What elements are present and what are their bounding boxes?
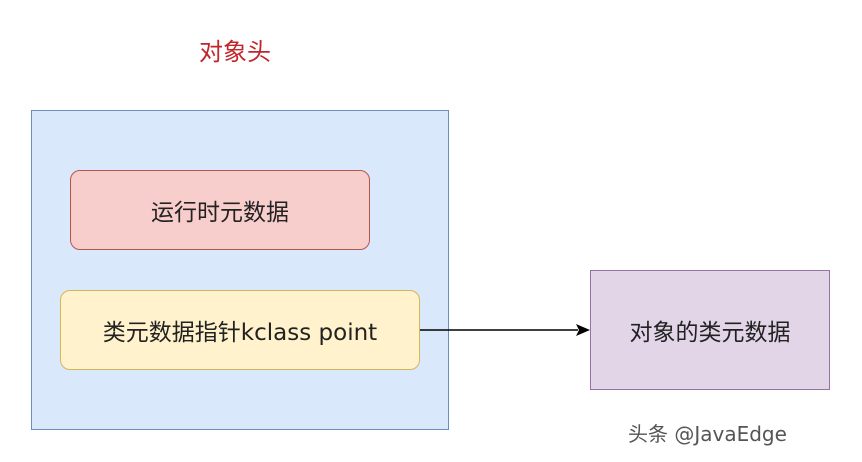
- class-metadata-label: 对象的类元数据: [629, 320, 791, 346]
- runtime-metadata-label: 运行时元数据: [151, 200, 289, 226]
- object-header-container: [31, 110, 449, 430]
- runtime-metadata-node: 运行时元数据: [70, 170, 370, 250]
- watermark-text: 头条 @JavaEdge: [628, 422, 787, 446]
- object-header-title: 对象头: [199, 38, 271, 66]
- arrow-head: [576, 324, 590, 336]
- class-metadata-node: 对象的类元数据: [590, 270, 830, 390]
- class-pointer-node: 类元数据指针kclass point: [60, 290, 420, 370]
- class-pointer-label: 类元数据指针kclass point: [102, 320, 378, 346]
